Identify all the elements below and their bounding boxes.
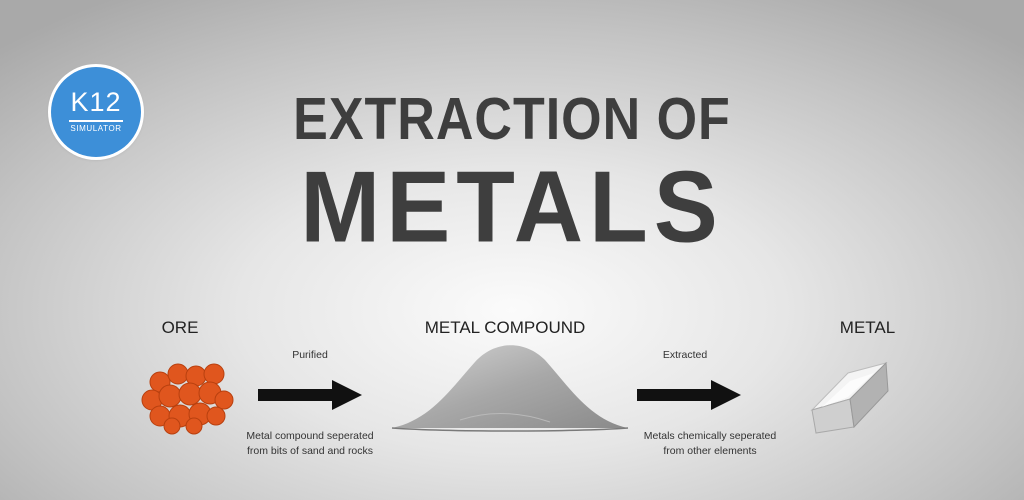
title-line-2: METALS (300, 151, 724, 264)
purified-label: Purified (292, 349, 328, 361)
metal-ingot-icon (810, 361, 889, 434)
purified-caption: Metal compound seperated from bits of sa… (225, 429, 395, 459)
purified-caption-line-1: Metal compound seperated (246, 430, 374, 442)
k12-simulator-logo: K12 SIMULATOR (51, 67, 141, 157)
metal-compound-pile (391, 345, 629, 432)
metal-label: METAL (839, 318, 896, 337)
logo-divider (69, 120, 123, 122)
metal-compound-label: METAL COMPOUND (424, 318, 586, 337)
ore-label: ORE (161, 318, 199, 337)
logo-sub: SIMULATOR (70, 124, 122, 133)
purified-caption-line-2: from bits of sand and rocks (246, 445, 374, 457)
ore-icon (141, 363, 234, 435)
extracted-caption: Metals chemically seperated from other e… (615, 429, 805, 459)
arrow-right-icon (637, 380, 741, 410)
extracted-caption-line-1: Metals chemically seperated (643, 430, 777, 442)
logo-brand: K12 (70, 87, 122, 117)
extracted-label: Extracted (662, 349, 708, 361)
arrow-right-icon (258, 380, 362, 410)
title-line-1: EXTRACTION OF (293, 86, 731, 153)
extracted-caption-line-2: from other elements (663, 445, 757, 457)
